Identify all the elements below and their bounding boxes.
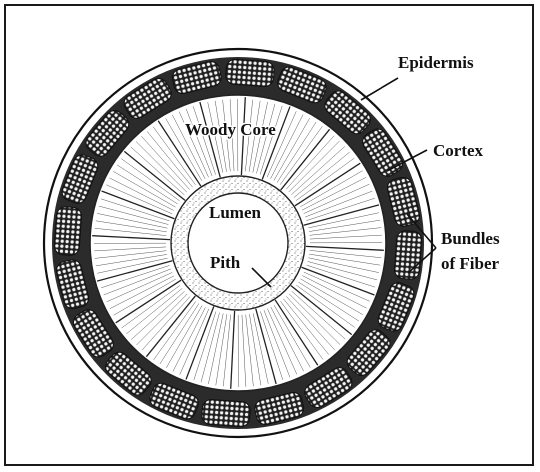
woody-core-label: Woody Core: [185, 120, 276, 139]
epidermis-label: Epidermis: [398, 53, 474, 72]
lumen-label: Lumen: [209, 203, 262, 222]
pith-label: Pith: [210, 253, 241, 272]
bundles-label-line1: Bundles: [441, 229, 500, 248]
epidermis-leader: [361, 78, 398, 100]
fiber-bundle: [54, 206, 82, 256]
cortex-label: Cortex: [433, 141, 484, 160]
bundles-label-line2: of Fiber: [441, 254, 500, 273]
fiber-bundle: [225, 59, 275, 87]
fiber-bundle: [201, 399, 251, 427]
